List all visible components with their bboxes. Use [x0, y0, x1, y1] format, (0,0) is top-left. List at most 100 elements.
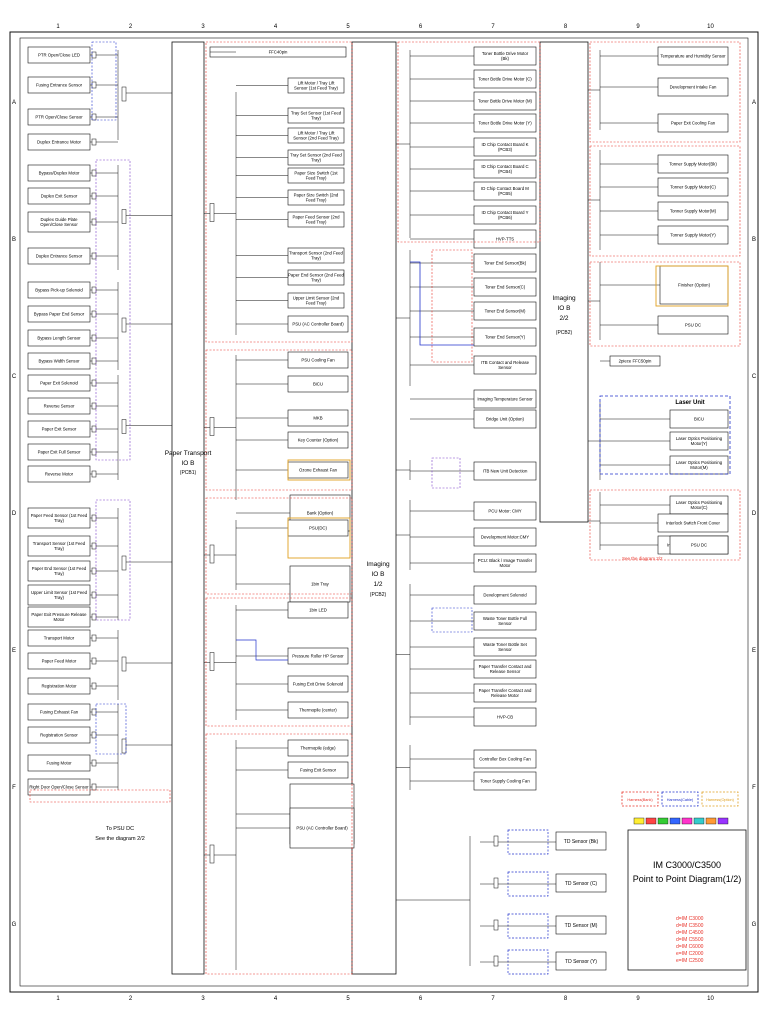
- grid-col-3: 3: [201, 996, 205, 1002]
- imaging-comp-1-label: Toner Bottle Drive Motor(Bk): [482, 51, 529, 61]
- right-comp-15: Interlock Switch Front Cover: [657, 513, 729, 533]
- waste-toner-harness: [431, 607, 473, 633]
- legend-label-2: Harness(Cable): [667, 798, 694, 802]
- center-comp-15-label: MKB: [313, 416, 322, 421]
- grid-col-7: 7: [491, 24, 495, 30]
- right-comp-17-label: PSU DC: [691, 543, 707, 548]
- connector: [121, 209, 127, 224]
- td-sensor-3-label: TD Sensor (M): [565, 923, 598, 929]
- grid-row-F: F: [12, 785, 16, 791]
- imaging-component-column: Toner Bottle Drive Motor(Bk) Toner Bottle…: [396, 41, 541, 791]
- center-comp-28-label: PSU (AC Controller Board): [296, 826, 348, 831]
- td-sensor-1-label: TD Sensor (Bk): [564, 839, 599, 845]
- left-comp-10: Bypass Paper End Sensor: [27, 305, 91, 323]
- itb-harness: [431, 457, 461, 489]
- left-comp-23: Transport Motor: [27, 629, 91, 647]
- imaging-comp-15-label: Imaging Temperature Sensor: [477, 397, 533, 402]
- imaging-comp-6: ID Chip Contact Board C(PCB4): [473, 159, 537, 179]
- connector: [121, 86, 127, 102]
- left-comp-3: PTR Open/Close Sensor: [27, 108, 91, 126]
- toner-end-harness: [431, 249, 473, 363]
- imaging-board-1: Imaging IO B 1/2 (PCB2): [351, 41, 397, 975]
- center-comp-24-label: Thermopile (center): [299, 708, 337, 713]
- color-chip-8: [717, 817, 729, 825]
- left-comp-10-label: Bypass Paper End Sensor: [34, 312, 85, 317]
- right-comp-5: Tonner Supply Motor(C): [657, 177, 729, 197]
- right-region-2: [589, 145, 741, 257]
- center-comp-25-label: Thermopile (edge): [300, 746, 336, 751]
- connector: [91, 402, 97, 410]
- grid-col-4: 4: [274, 24, 278, 30]
- imaging-comp-17: ITB New Unit Detection: [473, 461, 537, 481]
- paper-transport-sub: IO B: [181, 460, 194, 467]
- grid-row-E: E: [12, 648, 16, 654]
- connector: [121, 656, 127, 672]
- left-comp-9: Bypass Pick-up Solenoid: [27, 281, 91, 299]
- center-comp-23: Fusing Exit Drive Solenoid: [287, 675, 349, 693]
- right-comp-8: Finisher (Option): [659, 265, 729, 305]
- center-comp-20-label: 1bin Tray: [311, 582, 330, 587]
- imaging-comp-2-label: Toner Bottle Drive Motor (C): [478, 77, 532, 82]
- left-harness-blue-2: [95, 703, 127, 755]
- grid-col-5: 5: [346, 24, 350, 30]
- center-region-1: [205, 349, 353, 491]
- left-comp-27-label: Registration Sensor: [40, 733, 78, 738]
- grid-col-2: 2: [129, 996, 133, 1002]
- right-comp-11: BiCU: [669, 409, 729, 429]
- left-comp-26: Fusing Exhaust Fan: [27, 703, 91, 721]
- connector: [91, 334, 97, 342]
- connector: [493, 919, 499, 931]
- connector: [91, 682, 97, 690]
- paper-transport-board: Paper Transport IO B (PCB1): [165, 41, 211, 975]
- title-block: IM C3000/C3500 Point to Point Diagram(1/…: [627, 829, 747, 971]
- left-comp-16: Paper Exit Full Sensor: [27, 443, 91, 461]
- imaging-comp-28: Toner Supply Cooling Fan: [473, 771, 537, 791]
- connector: [91, 731, 97, 739]
- model-1: d=IM C3000: [676, 916, 704, 922]
- right-comp-8-label: Finisher (Option): [678, 283, 711, 288]
- color-chip-6: [693, 817, 705, 825]
- grid-col-6: 6: [419, 24, 423, 30]
- right-comp-9-label: PSU DC: [685, 323, 701, 328]
- bridge-note-line2: See the diagram 2/2: [95, 836, 145, 842]
- connector: [91, 708, 97, 716]
- left-comp-4-label: Duplex Entrance Motor: [37, 140, 82, 145]
- center-comp-23-label: Fusing Exit Drive Solenoid: [293, 682, 344, 687]
- left-comp-8: Duplex Entrance Sensor: [27, 247, 91, 265]
- connector: [209, 417, 215, 436]
- finisher-option: [655, 265, 729, 307]
- right-comp-11-label: BiCU: [694, 417, 704, 422]
- center-comp-20: 1bin Tray: [289, 565, 351, 603]
- left-comp-1: PTR Open/Close LED: [27, 46, 91, 64]
- connector: [91, 657, 97, 665]
- right-comp-7-label: Tonner Supply Motor(Y): [670, 233, 716, 238]
- color-chip-7: [705, 817, 717, 825]
- center-region-3: [205, 597, 353, 727]
- center-comp-13-label: PSU Cooling Fan: [301, 358, 335, 363]
- connector: [91, 591, 97, 599]
- imaging-comp-16: Bridge Unit (Option): [473, 409, 537, 429]
- imaging-comp-12: Toner End Sensor(M): [473, 301, 537, 321]
- left-comp-14: Reverse Sensor: [27, 397, 91, 415]
- imaging-comp-28-label: Toner Supply Cooling Fan: [480, 779, 530, 784]
- right-comp-10: 2piece FFC50pin: [609, 355, 661, 367]
- imaging-comp-19-label: Development Motor:CMY: [481, 535, 529, 540]
